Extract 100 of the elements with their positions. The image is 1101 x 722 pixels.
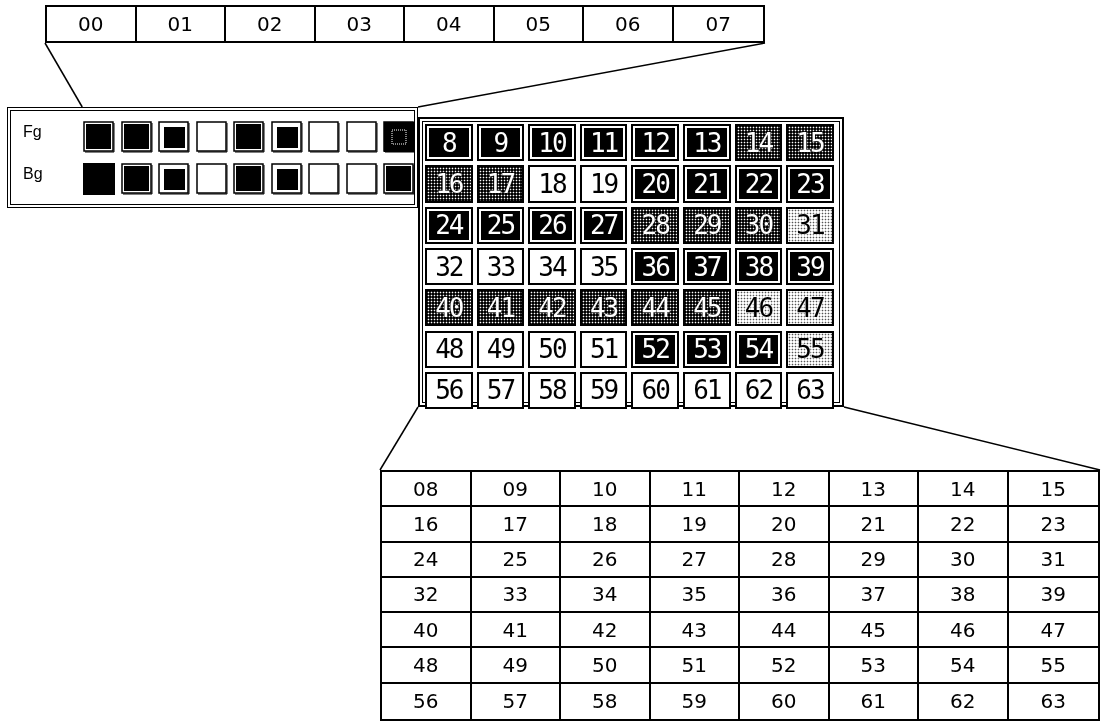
- table-cell: 08: [382, 472, 472, 508]
- table-cell: 10: [561, 472, 651, 508]
- color-cell: 37: [683, 247, 731, 286]
- table-cell: 26: [561, 542, 651, 578]
- table-cell: 19: [650, 507, 740, 543]
- color-cell: 61: [683, 371, 731, 410]
- table-cell: 37: [829, 577, 919, 614]
- color-cell: 36: [631, 247, 679, 286]
- color-cell: 31: [786, 206, 834, 244]
- table-cell: 33: [471, 577, 561, 614]
- color-cell: 33: [476, 247, 525, 286]
- table-cell: 51: [650, 648, 740, 684]
- table-cell: 34: [561, 577, 651, 614]
- table-cell: 20: [740, 507, 830, 543]
- table-cell: 32: [382, 577, 472, 614]
- table-cell: 28: [740, 542, 830, 578]
- table-cell: 58: [561, 683, 651, 719]
- color-cell: 22: [734, 165, 783, 203]
- table-cell: 27: [650, 542, 740, 578]
- color-cell: 48: [425, 330, 473, 368]
- table-cell: 36: [740, 577, 830, 614]
- color-cell: 47: [786, 289, 834, 327]
- color-cell: 54: [734, 330, 783, 368]
- zoom-line: [843, 406, 1101, 471]
- table-cell: 48: [382, 648, 472, 684]
- palette-panel: [7, 107, 418, 208]
- color-cell: 32: [425, 247, 473, 286]
- table-cell: 54: [919, 648, 1009, 684]
- zoom-line: [44, 42, 83, 108]
- table-cell: 56: [382, 683, 472, 719]
- table-cell: 30: [919, 542, 1009, 578]
- data-table: [380, 470, 1100, 721]
- row-label: Bg: [23, 165, 43, 183]
- index-strip: [45, 5, 765, 43]
- table-cell: 62: [919, 683, 1009, 719]
- color-cell: 53: [683, 330, 731, 368]
- color-cell: 18: [528, 165, 576, 203]
- table-cell: 61: [829, 683, 919, 719]
- table-cell: 18: [561, 507, 651, 543]
- color-cell: 52: [631, 330, 679, 368]
- table-cell: 39: [1008, 577, 1098, 614]
- color-cell: 12: [631, 124, 679, 162]
- table-cell: 59: [650, 683, 740, 719]
- table-cell: 15: [1008, 472, 1098, 508]
- color-cell: 38: [734, 247, 783, 286]
- zoom-line: [417, 42, 766, 108]
- color-cell: 63: [786, 371, 834, 410]
- table-cell: 35: [650, 577, 740, 614]
- color-cell: 8: [425, 124, 473, 162]
- color-cell: 19: [579, 165, 628, 203]
- color-cell: 57: [476, 371, 525, 410]
- color-cell: 26: [528, 206, 576, 244]
- table-cell: 29: [829, 542, 919, 578]
- table-cell: 55: [1008, 648, 1098, 684]
- color-cell: 62: [734, 371, 783, 410]
- table-cell: 42: [561, 613, 651, 649]
- table-cell: 40: [382, 613, 472, 649]
- table-cell: 12: [740, 472, 830, 508]
- table-cell: 17: [471, 507, 561, 543]
- color-cell: 49: [476, 330, 525, 368]
- table-cell: 11: [650, 472, 740, 508]
- table-cell: 02: [226, 7, 316, 41]
- color-cell: 34: [528, 247, 576, 286]
- zoom-line: [379, 406, 419, 471]
- color-cell: 25: [476, 206, 525, 244]
- color-grid-popup: [418, 117, 844, 407]
- color-cell: 60: [631, 371, 679, 410]
- color-cell: 13: [683, 124, 731, 162]
- table-cell: 04: [405, 7, 495, 41]
- table-cell: 25: [471, 542, 561, 578]
- color-cell: 11: [579, 124, 628, 162]
- color-cell: 50: [528, 330, 576, 368]
- table-cell: 52: [740, 648, 830, 684]
- table-cell: 00: [47, 7, 137, 41]
- table-cell: 43: [650, 613, 740, 649]
- table-cell: 47: [1008, 613, 1098, 649]
- table-cell: 16: [382, 507, 472, 543]
- color-cell: 55: [786, 330, 834, 368]
- table-cell-text: 63: [1039, 688, 1067, 716]
- table-cell: 44: [740, 613, 830, 649]
- color-cell: 35: [579, 247, 628, 286]
- table-cell: 05: [494, 7, 584, 41]
- color-cell: 56: [425, 371, 473, 410]
- table-cell: 21: [829, 507, 919, 543]
- color-cell: 10: [528, 124, 576, 162]
- color-cell: 23: [786, 165, 834, 203]
- color-cell: 9: [476, 124, 525, 162]
- color-cell: 24: [425, 206, 473, 244]
- table-cell: 22: [919, 507, 1009, 543]
- color-cell: 58: [528, 371, 576, 410]
- color-cell: 39: [786, 247, 834, 286]
- table-cell: 24: [382, 542, 472, 578]
- table-cell-text: 07: [704, 11, 732, 38]
- table-cell: 41: [471, 613, 561, 649]
- color-cell: 59: [579, 371, 628, 410]
- table-cell: 57: [471, 683, 561, 719]
- color-cell: 21: [683, 165, 731, 203]
- table-cell: 01: [136, 7, 226, 41]
- table-cell: 06: [584, 7, 674, 41]
- table-cell: 14: [919, 472, 1009, 508]
